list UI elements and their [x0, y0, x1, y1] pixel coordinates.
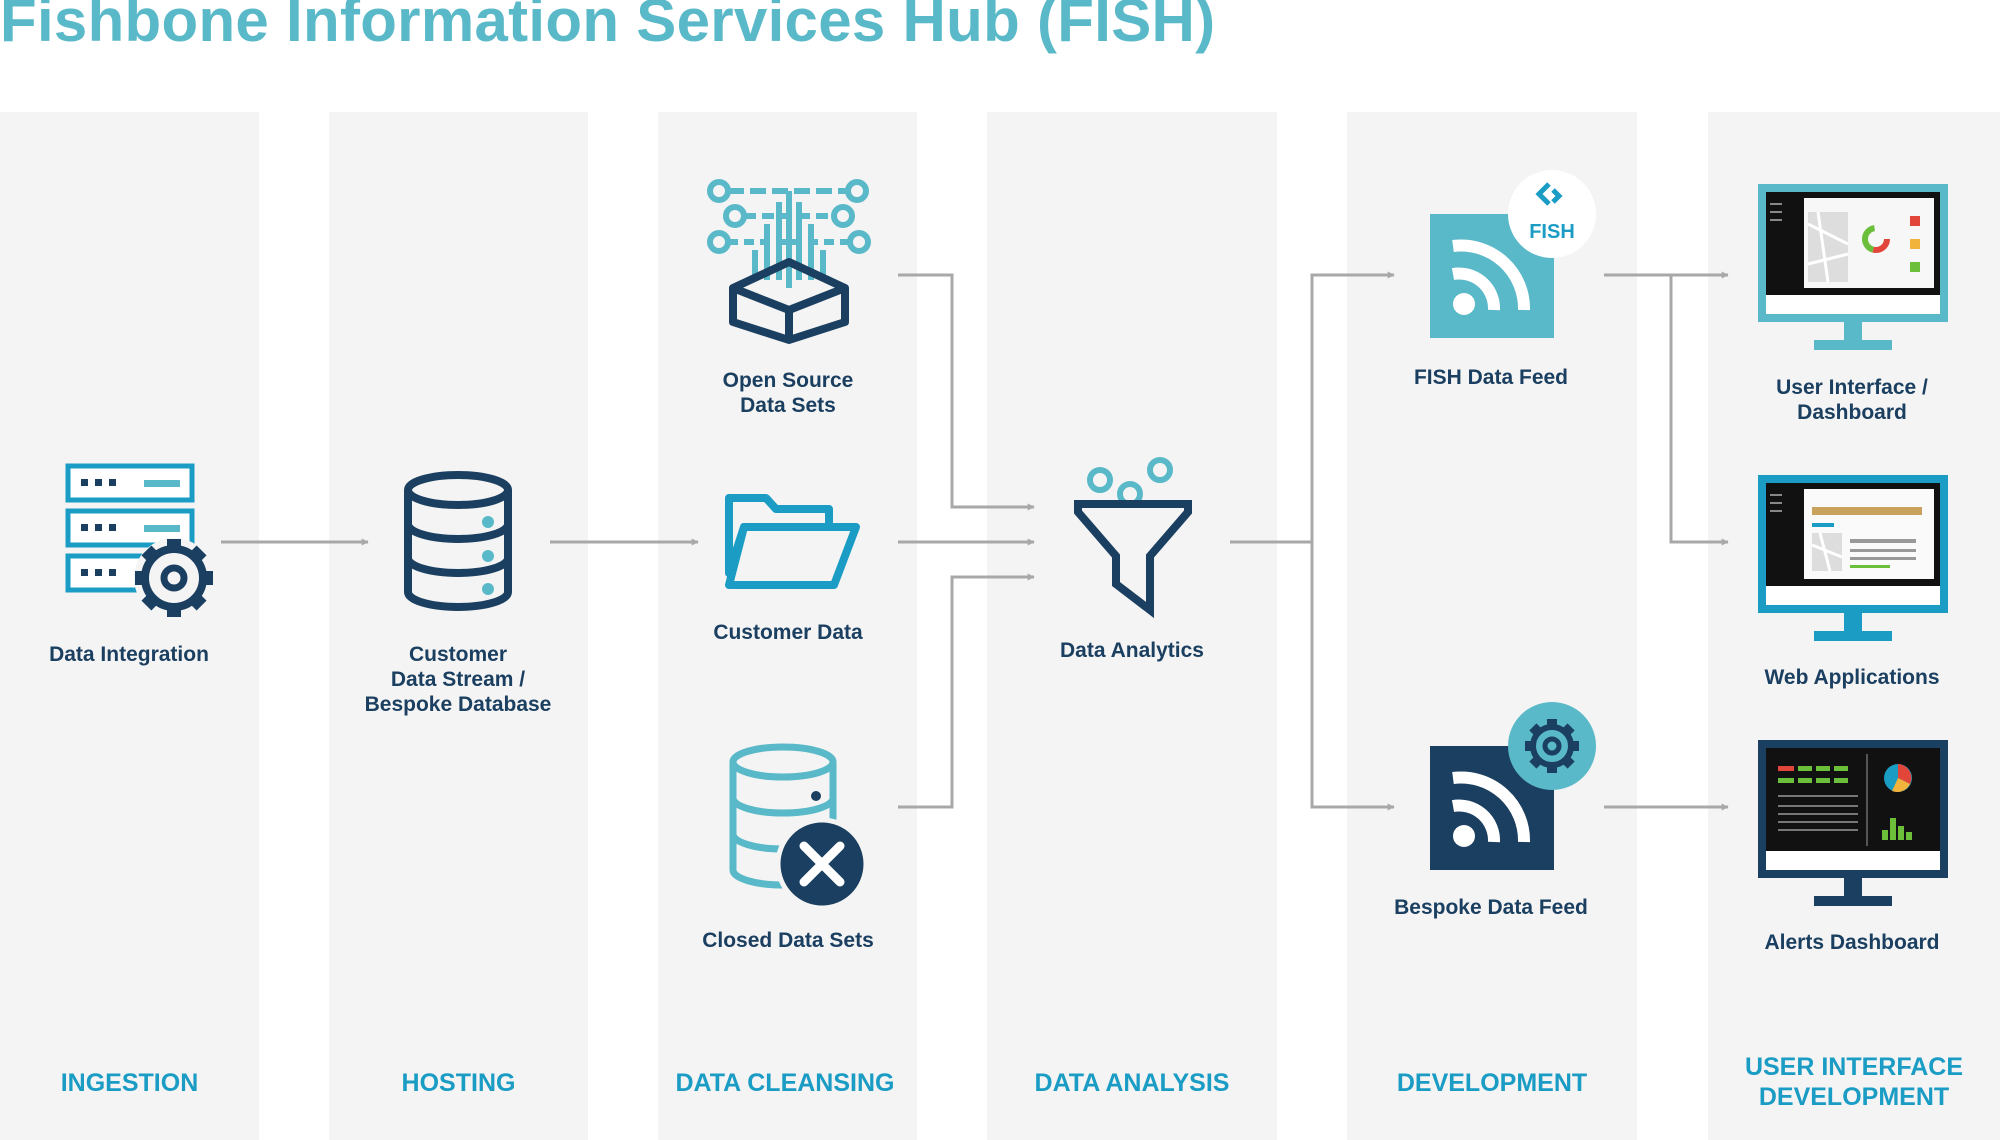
label-analytics: Data Analytics — [1060, 639, 1204, 662]
monitor-web-app-icon — [1758, 475, 1948, 641]
label-customer-stream: Customer Data Stream / Bespoke Database — [364, 643, 552, 716]
server-gear-icon — [65, 463, 214, 618]
label-bespoke-feed: Bespoke Data Feed — [1394, 896, 1588, 919]
column-hosting — [329, 112, 588, 1140]
page-title: Fishbone Information Services Hub (FISH) — [0, 0, 1216, 54]
label-open-source: Open Source Data Sets — [722, 369, 854, 417]
funnel-icon — [1074, 457, 1192, 619]
label-ui-dashboard: User Interface / Dashboard — [1776, 376, 1928, 424]
rss-feed-icon: FISH — [1430, 170, 1596, 338]
rss-feed-gear-icon — [1430, 702, 1596, 870]
stage-analysis: DATA ANALYSIS — [1034, 1069, 1230, 1097]
fish-badge-text: FISH — [1529, 221, 1575, 243]
monitor-map-dashboard-icon — [1758, 184, 1948, 350]
stage-hosting: HOSTING — [401, 1069, 516, 1097]
stage-development: DEVELOPMENT — [1396, 1069, 1588, 1097]
database-x-icon — [729, 743, 869, 911]
monitor-alerts-icon — [1758, 740, 1948, 906]
label-alerts: Alerts Dashboard — [1764, 931, 1940, 954]
database-icon — [404, 471, 512, 611]
label-fish-feed: FISH Data Feed — [1413, 366, 1569, 389]
column-ingestion — [0, 112, 259, 1140]
label-data-integration: Data Integration — [49, 643, 209, 666]
stage-ui: USER INTERFACE DEVELOPMENT — [1744, 1053, 1964, 1111]
stage-cleansing: DATA CLEANSING — [675, 1069, 895, 1097]
label-customer-data: Customer Data — [713, 621, 863, 644]
folder-icon — [725, 494, 860, 589]
open-box-circuit-icon — [707, 179, 871, 344]
label-closed-sets: Closed Data Sets — [702, 929, 874, 952]
stage-ingestion: INGESTION — [60, 1069, 199, 1097]
label-web-apps: Web Applications — [1764, 666, 1940, 689]
column-analysis — [987, 112, 1277, 1140]
